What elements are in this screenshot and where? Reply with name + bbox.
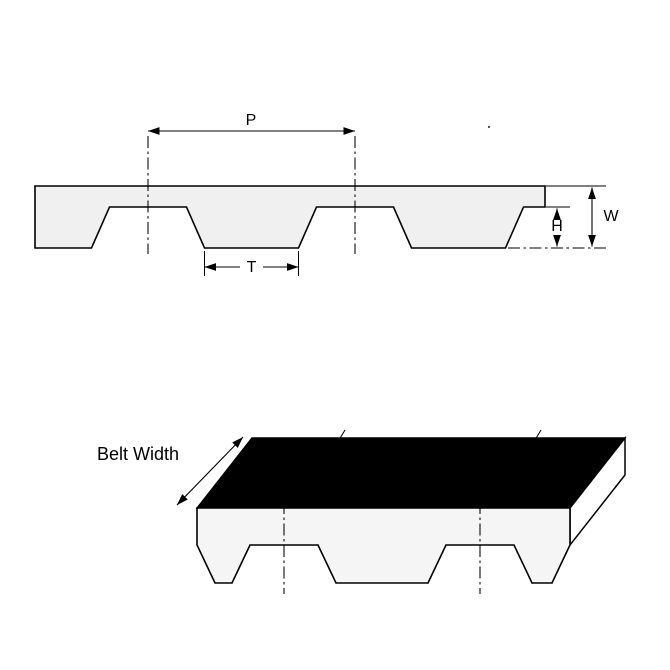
pitch-dimension-label: P: [246, 112, 257, 129]
belt-top-face: [195, 437, 627, 509]
tooth-height-label: H: [551, 218, 563, 235]
belt-width-label: Belt Width: [97, 444, 179, 464]
top-centerline-stub-right: [534, 429, 542, 441]
speck-dot: [487, 125, 491, 129]
belt-width-arrow: [176, 436, 244, 506]
top-centerline-stub-left: [338, 429, 346, 441]
isometric-view: Belt Width: [97, 429, 627, 594]
belt-front-face: [196, 507, 571, 584]
belt-profile-shape: [34, 185, 546, 249]
belt-thickness-label: W: [603, 208, 619, 225]
tooth-width-label: T: [247, 259, 257, 276]
cross-section-view: P T H W: [34, 112, 619, 276]
